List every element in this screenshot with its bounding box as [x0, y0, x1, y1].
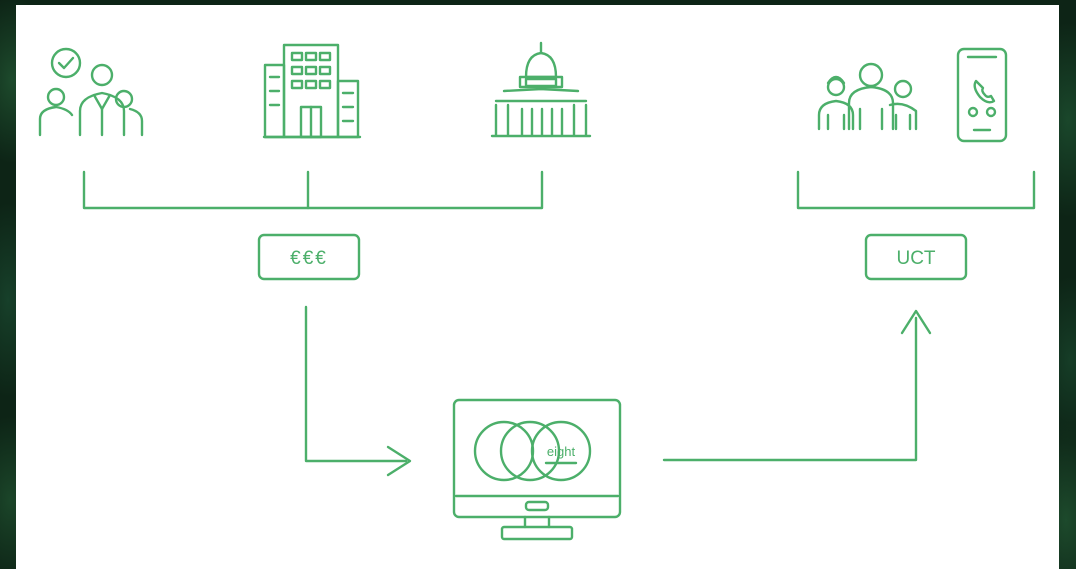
- input-amount-box: €€€: [257, 233, 361, 281]
- government-building-icon: [490, 41, 592, 138]
- smartphone-call-icon: [956, 47, 1008, 143]
- sources-bracket: [82, 170, 544, 210]
- flow-arrow-out: [662, 309, 932, 462]
- output-uct-box: UCT: [864, 233, 968, 281]
- destinations-bracket: [796, 170, 1036, 210]
- people-checkmark-icon: [38, 47, 144, 137]
- input-amount-label: €€€: [290, 248, 328, 269]
- diagram-panel: €€€ UCT eight: [16, 5, 1059, 569]
- family-group-icon: [817, 62, 918, 131]
- eight-logo-text: eight: [547, 444, 576, 459]
- flow-arrow-in: [304, 305, 412, 477]
- desktop-monitor-icon: [452, 398, 622, 541]
- office-building-icon: [262, 43, 362, 139]
- flow-diagram: €€€ UCT eight: [38, 41, 1036, 541]
- eight-logo: eight: [473, 420, 592, 482]
- output-uct-label: UCT: [896, 248, 935, 269]
